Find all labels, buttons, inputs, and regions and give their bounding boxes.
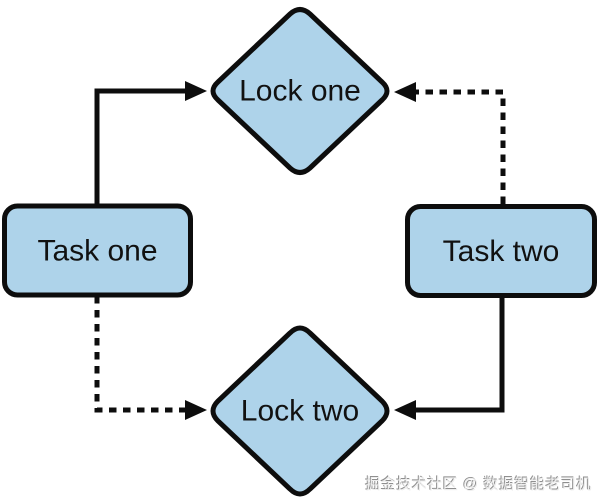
arrowhead-icon (394, 400, 416, 420)
edge-line-dashed (94, 296, 186, 413)
edge-line-dashed (416, 89, 506, 204)
node-label-task-one: Task one (37, 235, 157, 268)
edge-task-one-to-lock-one (94, 81, 207, 204)
node-lock-one (210, 7, 390, 175)
node-task-one (2, 203, 193, 298)
watermark: 掘金技术社区 @ 数据智能老司机 (365, 476, 592, 493)
node-label-lock-one: Lock one (239, 75, 361, 108)
edges (94, 81, 506, 420)
node-label-task-two: Task two (443, 235, 560, 268)
edge-task-two-to-lock-one (394, 82, 506, 204)
edge-task-two-to-lock-two (394, 298, 505, 420)
node-lock-two (210, 325, 390, 497)
arrowhead-icon (185, 400, 207, 420)
node-label-lock-two: Lock two (241, 395, 359, 428)
nodes: Lock one Task one Task two Lock two (2, 7, 597, 497)
edge-task-one-to-lock-two (94, 296, 207, 420)
edge-line-solid (94, 88, 186, 204)
arrowhead-icon (394, 82, 416, 102)
arrowhead-icon (185, 81, 207, 101)
edge-line-solid (416, 298, 505, 413)
node-task-two (405, 204, 597, 298)
